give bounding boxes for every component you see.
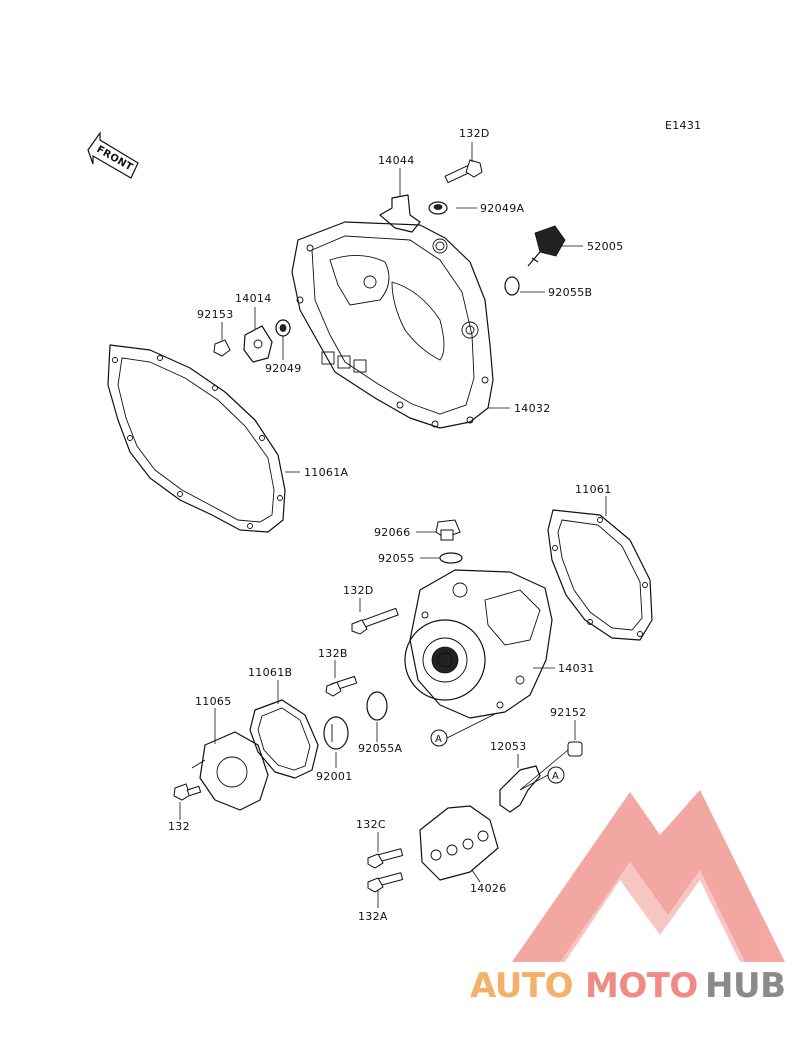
callout-11065: 11065: [195, 695, 232, 708]
callout-132c: 132C: [356, 818, 386, 831]
leader-lines: [179, 142, 607, 908]
bracket-14044: [379, 194, 421, 233]
gasket-11061: [547, 509, 653, 641]
callout-92049a: 92049A: [480, 202, 524, 215]
callout-132b: 132B: [318, 647, 348, 660]
watermark-word-1: AUTO: [470, 966, 573, 1006]
diagram-code: E1431: [665, 119, 701, 132]
bolt-132: [173, 783, 202, 801]
oil-seal-92049: [275, 319, 291, 337]
callout-132d-top: 132D: [459, 127, 490, 140]
callout-132: 132: [168, 820, 190, 833]
marker-a-right-label: A: [552, 771, 559, 782]
oil-seal-92049A: [428, 201, 448, 215]
bracket-14026: [419, 805, 499, 881]
callout-52005: 52005: [587, 240, 624, 253]
reference-marker-a-right: A: [547, 766, 565, 784]
drain-bolt-92066: [435, 519, 461, 541]
callout-14044: 14044: [378, 154, 415, 167]
callout-14014: 14014: [235, 292, 272, 305]
bolt-132A: [367, 872, 404, 893]
o-ring-92055A: [366, 691, 388, 721]
bracket-12053: [499, 765, 541, 813]
gasket-11061A: [107, 344, 286, 533]
callout-92049: 92049: [265, 362, 302, 375]
clutch-cover-outer: [291, 221, 494, 429]
o-ring-92055: [439, 552, 463, 564]
callout-132d-mid: 132D: [343, 584, 374, 597]
watermark-logo-icon: [512, 790, 785, 962]
callout-92055b: 92055B: [548, 286, 592, 299]
callout-14031: 14031: [558, 662, 595, 675]
bolt-132D-mid: [351, 607, 399, 635]
callout-92066: 92066: [374, 526, 411, 539]
callout-92001: 92001: [316, 770, 353, 783]
pump-cover-11065: [191, 731, 269, 811]
callout-92055: 92055: [378, 552, 415, 565]
callout-11061a: 11061A: [304, 466, 348, 479]
callout-92055a: 92055A: [358, 742, 402, 755]
reference-marker-a-left: A: [430, 729, 448, 747]
callout-132a: 132A: [358, 910, 388, 923]
bolt-92153: [213, 339, 231, 357]
callout-14026: 14026: [470, 882, 507, 895]
callout-12053: 12053: [490, 740, 527, 753]
pump-housing-14031: [404, 569, 553, 719]
plate-14014: [243, 325, 273, 363]
oil-filler-cap-52005: [527, 225, 566, 267]
callout-11061: 11061: [575, 483, 612, 496]
collar-92152: [567, 741, 583, 757]
bolt-132C: [367, 848, 404, 869]
watermark-word-3: HUB: [705, 966, 785, 1006]
watermark-word-2: MOTO: [585, 966, 698, 1006]
marker-a-left-label: A: [435, 734, 442, 745]
callout-11061b: 11061B: [248, 666, 292, 679]
callout-14032: 14032: [514, 402, 551, 415]
callout-92152: 92152: [550, 706, 587, 719]
bolt-132B: [325, 675, 358, 697]
bolt-132D-top: [444, 159, 483, 184]
gasket-11061B: [249, 699, 319, 779]
callout-92153: 92153: [197, 308, 234, 321]
o-ring-92055B: [504, 276, 520, 296]
front-arrow-icon: FRONT: [87, 131, 139, 179]
impeller-92001: [323, 716, 349, 750]
